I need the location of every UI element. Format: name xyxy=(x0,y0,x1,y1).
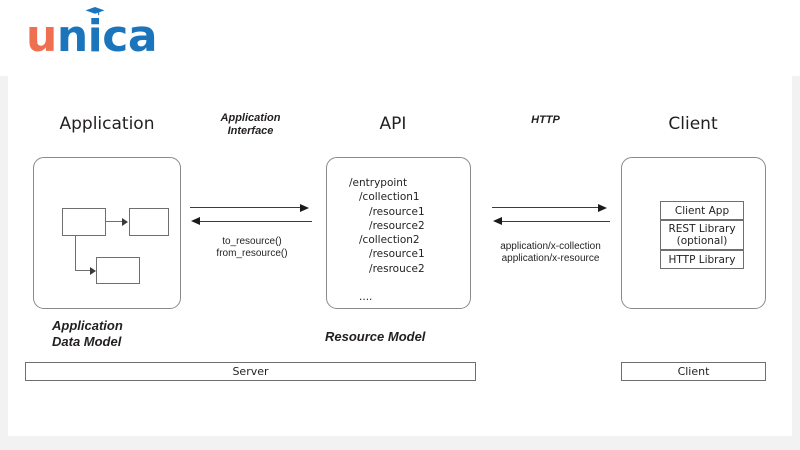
logo-letters-ca: ca xyxy=(102,11,158,62)
client-stack-rest-library: REST Library (optional) xyxy=(660,220,744,250)
api-box: /entrypoint /collection1 /resource1 /res… xyxy=(326,157,471,309)
api-resource-tree: /entrypoint /collection1 /resource1 /res… xyxy=(349,177,425,304)
connector-title-line1: Application xyxy=(220,112,281,124)
diagram-panel: Application API Client Application Inter… xyxy=(8,76,792,436)
application-box xyxy=(33,157,181,309)
client-stack-http-library: HTTP Library xyxy=(660,250,744,269)
caption-application-data-model-line2: Data Model xyxy=(52,334,122,349)
client-box: Client App REST Library (optional) HTTP … xyxy=(621,157,766,309)
client-stack-client-app: Client App xyxy=(660,201,744,220)
caption-application-data-model: Application Data Model xyxy=(52,318,123,350)
http-arrow-head-right xyxy=(598,203,607,212)
arrow-head-right xyxy=(300,203,309,212)
connector-caption-http: application/x-collection application/x-r… xyxy=(473,241,628,265)
http-arrows xyxy=(492,203,610,228)
logo-letter-i-group: i xyxy=(85,7,105,64)
connector-title-application-interface: Application Interface xyxy=(188,112,313,138)
application-interface-arrows xyxy=(190,203,312,228)
band-client: Client xyxy=(621,362,766,381)
app-node-1 xyxy=(62,208,106,236)
logo-letter-n: n xyxy=(56,11,88,62)
logo-letter-i: i xyxy=(87,11,103,62)
app-arrowhead-1-2 xyxy=(122,217,128,226)
http-arrow-line-left xyxy=(502,221,610,223)
app-connector-1-3-vertical xyxy=(75,236,77,270)
column-title-api: API xyxy=(379,114,407,134)
column-title-client: Client xyxy=(668,114,718,134)
app-arrowhead-1-3 xyxy=(90,266,96,275)
http-arrow-line-right xyxy=(492,207,600,209)
connector-title-http: HTTP xyxy=(531,114,560,126)
app-connector-1-2 xyxy=(106,221,123,223)
caption-x-resource: application/x-resource xyxy=(501,253,600,264)
app-connector-1-3-horizontal xyxy=(75,269,91,271)
connector-caption-application-interface: to_resource() from_resource() xyxy=(188,236,316,260)
arrow-line-right xyxy=(190,207,302,209)
app-node-3 xyxy=(96,257,140,284)
column-title-application: Application xyxy=(59,114,155,134)
caption-application-data-model-line1: Application xyxy=(52,318,123,333)
caption-from-resource: from_resource() xyxy=(216,248,288,259)
connector-title-line2: Interface xyxy=(227,125,274,137)
client-stack-rest-library-label: REST Library (optional) xyxy=(668,223,736,247)
app-node-2 xyxy=(129,208,169,236)
caption-x-collection: application/x-collection xyxy=(500,241,601,252)
caption-to-resource: to_resource() xyxy=(222,236,282,247)
graduation-cap-icon xyxy=(85,7,105,16)
band-server: Server xyxy=(25,362,476,381)
logo-letter-u: u xyxy=(26,11,57,62)
arrow-line-left xyxy=(200,221,312,223)
caption-resource-model: Resource Model xyxy=(325,329,426,344)
arrow-head-left xyxy=(191,217,200,225)
http-arrow-head-left xyxy=(493,217,502,225)
